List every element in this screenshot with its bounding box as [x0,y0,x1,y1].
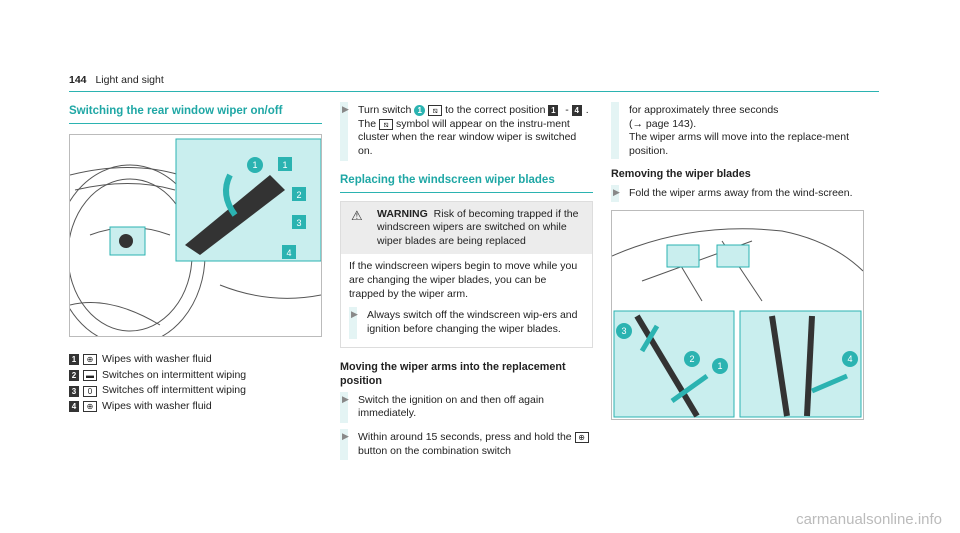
washer-button-icon: ⊕ [574,431,589,443]
heading-rear-wiper: Switching the rear window wiper on/off [69,104,322,124]
callout-1: 1 [414,105,426,116]
legend-row: 3 0 Switches off intermittent wiping [69,384,322,398]
callout-1: 1 [717,361,722,371]
page-number: 144 [69,74,87,86]
legend-text: Switches off intermittent wiping [102,384,246,397]
site-watermark: carmanualsonline.info [796,510,942,528]
key-badge: 2 [69,369,79,381]
section-title: Light and sight [95,74,164,86]
warning-box: ⚠ WARNING Risk of becoming trapped if th… [340,200,593,348]
rear-wiper-icon: ⧅ [379,118,394,130]
legend-row: 2 ▬ Switches on intermittent wiping [69,369,322,383]
column-2: ▶ Turn switch 1 ⧅ to the correct positio… [340,102,593,468]
washer-icon: ⊕ [83,354,97,366]
arrow-icon: ▶ [342,430,349,441]
callout-2: 2 [689,354,694,364]
figure-callouts: 3 2 1 4 [616,323,858,375]
key-badge: 1 [69,354,79,366]
warning-label: WARNING [377,207,428,220]
key-badge: 3 [69,385,79,397]
subheading-remove-blades: Removing the wiper blades [611,167,751,180]
legend-text: Switches on intermittent wiping [102,368,247,381]
warning-step: ▶ Always switch off the windscreen wip-e… [349,307,584,339]
key-badge: 4 [69,401,79,413]
arrow-icon: ▶ [351,309,358,320]
callout-key-1: 1 [282,160,287,170]
warning-body: If the windscreen wipers begin to move w… [349,260,578,300]
wiper-blade-illustration: 3 2 1 4 [611,228,864,418]
step-fold-arms: ▶ Fold the wiper arms away from the wind… [611,184,864,203]
figure-callouts: 1 1 2 3 4 [247,156,306,259]
legend-text: Wipes with washer fluid [102,399,212,412]
warning-title: Risk of becoming trapped if the windscre… [377,207,579,247]
callout-key-4: 4 [286,248,291,258]
washer-icon: ⊕ [83,401,97,413]
intermittent-icon: ▬ [83,369,97,381]
column-1: Switching the rear window wiper on/off 1 [54,104,322,416]
column-3: for approximately three seconds (→ page … [611,102,864,421]
key-badge: 1 [548,105,559,116]
arrow-icon: ▶ [342,104,349,114]
rear-wiper-icon: ⧅ [428,105,443,116]
arrow-icon: ▶ [342,393,349,404]
off-icon: 0 [83,385,97,397]
page-header: 144 Light and sight [69,74,879,92]
warning-icon: ⚠ [351,207,363,223]
step-turn-switch: ▶ Turn switch 1 ⧅ to the correct positio… [340,102,593,161]
subheading-move-arms: Moving the wiper arms into the replaceme… [340,360,566,387]
heading-replace-blades: Replacing the windscreen wiper blades [340,173,593,193]
step-ignition: ▶ Switch the ignition on and then off ag… [340,391,593,423]
step-press-hold: ▶ Within around 15 seconds, press and ho… [340,428,593,461]
steering-wheel-illustration: 1 1 2 3 4 [54,138,322,346]
legend: 1 ⊕ Wipes with washer fluid 2 ▬ Switches… [69,353,322,414]
callout-4: 4 [847,354,852,364]
callout-1: 1 [252,160,257,170]
callout-key-2: 2 [296,190,301,200]
arrow-icon: ▶ [613,186,620,197]
legend-text: Wipes with washer fluid [102,352,212,365]
legend-row: 4 ⊕ Wipes with washer fluid [69,400,322,414]
legend-row: 1 ⊕ Wipes with washer fluid [69,353,322,367]
figure-wiper-blades: 3 2 1 4 [611,210,864,421]
figure-rear-wiper-switch: 1 1 2 3 4 [54,133,322,346]
callout-key-3: 3 [296,218,301,228]
callout-3: 3 [621,326,626,336]
key-badge: 4 [571,105,582,116]
step-continuation: for approximately three seconds (→ page … [611,102,864,159]
